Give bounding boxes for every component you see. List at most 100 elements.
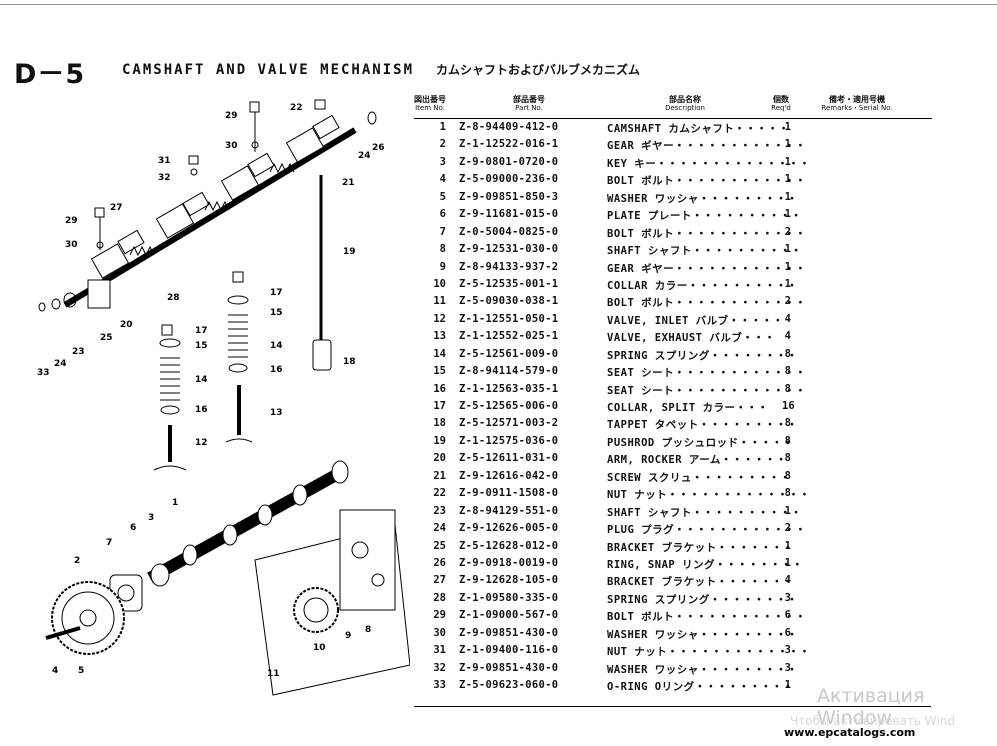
part-description: COLLAR カラー・・・・・・・・・・ bbox=[607, 279, 798, 292]
part-number: Z-9-12531-030-0 bbox=[459, 243, 559, 256]
quantity: 1 bbox=[784, 679, 791, 691]
quantity: 2 bbox=[784, 522, 791, 535]
section-title-jp: カムシャフトおよびバルブメカニズム bbox=[436, 63, 641, 77]
item-number: 9 bbox=[439, 260, 446, 273]
quantity: 8 bbox=[784, 452, 791, 465]
activation-watermark-sub: Чтобы активировать Wind bbox=[790, 714, 955, 728]
part-number: Z-1-12552-025-1 bbox=[459, 330, 559, 343]
part-number: Z-8-94129-551-0 bbox=[459, 504, 559, 517]
item-number: 15 bbox=[433, 365, 446, 378]
svg-text:19: 19 bbox=[343, 247, 356, 257]
item-number: 3 bbox=[439, 155, 446, 168]
part-number: Z-9-12628-105-0 bbox=[459, 574, 559, 587]
quantity: 6 bbox=[784, 609, 791, 622]
section-code: D－5 bbox=[14, 59, 86, 90]
quantity: 1 bbox=[784, 155, 791, 168]
svg-text:14: 14 bbox=[195, 375, 208, 385]
svg-text:6: 6 bbox=[130, 523, 136, 533]
item-number: 19 bbox=[433, 434, 446, 447]
svg-text:21: 21 bbox=[342, 178, 355, 188]
svg-text:23: 23 bbox=[72, 347, 85, 357]
svg-text:12: 12 bbox=[195, 438, 208, 448]
svg-text:17: 17 bbox=[270, 288, 283, 298]
header-description: 部品名称 Description bbox=[665, 95, 705, 113]
part-number: Z-5-09000-236-0 bbox=[459, 173, 559, 186]
svg-text:31: 31 bbox=[158, 156, 171, 166]
part-number: Z-5-12611-031-0 bbox=[459, 452, 559, 465]
part-number: Z-1-09000-567-0 bbox=[459, 609, 559, 622]
quantity: 8 bbox=[784, 434, 791, 447]
svg-text:16: 16 bbox=[270, 365, 283, 375]
item-number: 26 bbox=[433, 556, 446, 569]
part-number: Z-1-12575-036-0 bbox=[459, 434, 559, 447]
item-number: 28 bbox=[433, 591, 446, 604]
svg-text:15: 15 bbox=[270, 308, 283, 318]
quantity: 1 bbox=[784, 138, 791, 151]
item-number: 20 bbox=[433, 452, 446, 465]
quantity: 1 bbox=[784, 504, 791, 517]
part-number: Z-8-94114-579-0 bbox=[459, 365, 559, 378]
part-description: CAMSHAFT カムシャフト・・・・・ bbox=[607, 123, 790, 135]
item-number: 29 bbox=[433, 609, 446, 622]
part-description: WASHER ワッシャ・・・・・・・・・ bbox=[607, 192, 798, 205]
svg-text:4: 4 bbox=[52, 666, 58, 676]
activation-watermark: Активация Window bbox=[817, 685, 925, 729]
exploded-parts-diagram: 29 22 30 24 26 31 32 21 27 29 30 19 28 2… bbox=[37, 99, 410, 696]
part-description: WASHER ワッシャ・・・・・・・・・ bbox=[607, 663, 798, 676]
header-qty: 個数 Req'd bbox=[771, 95, 791, 113]
quantity: 2 bbox=[784, 225, 791, 238]
part-number: Z-0-5004-0825-0 bbox=[459, 225, 559, 238]
item-number: 17 bbox=[433, 400, 446, 412]
svg-text:30: 30 bbox=[65, 240, 78, 250]
part-description: O-RING Oリング・・・・・・・・・ bbox=[607, 681, 794, 693]
svg-text:2: 2 bbox=[74, 556, 80, 566]
quantity: 2 bbox=[784, 295, 791, 308]
svg-text:11: 11 bbox=[267, 669, 280, 679]
item-number: 16 bbox=[433, 382, 446, 395]
part-number: Z-8-94133-937-2 bbox=[459, 260, 559, 273]
part-description: BOLT ボルト・・・・・・・・・・・・ bbox=[607, 175, 807, 188]
parts-table-header: 図出番号 Item No. 部品番号 Part No. 部品名称 Descrip… bbox=[414, 92, 932, 119]
item-number: 23 bbox=[433, 504, 446, 517]
part-number: Z-5-12628-012-0 bbox=[459, 539, 559, 552]
svg-text:25: 25 bbox=[100, 333, 113, 343]
svg-text:30: 30 bbox=[225, 141, 238, 151]
quantity: 3 bbox=[784, 644, 791, 657]
item-number: 32 bbox=[433, 661, 446, 674]
item-number: 12 bbox=[433, 312, 446, 325]
site-url: www.epcatalogs.com bbox=[784, 726, 916, 739]
part-description: NUT ナット・・・・・・・・・・・・・ bbox=[607, 489, 811, 502]
part-number: Z-1-12522-016-1 bbox=[459, 138, 559, 151]
part-number: Z-9-0918-0019-0 bbox=[459, 556, 559, 569]
quantity: 8 bbox=[784, 417, 791, 430]
quantity: 4 bbox=[784, 312, 791, 325]
item-number: 27 bbox=[433, 574, 446, 587]
part-description: PLATE プレート・・・・・・・・・・ bbox=[607, 210, 802, 223]
part-number: Z-5-12571-003-2 bbox=[459, 417, 559, 430]
part-number: Z-5-09030-038-1 bbox=[459, 295, 559, 308]
part-description: NUT ナット・・・・・・・・・・・・・ bbox=[607, 646, 811, 659]
part-number: Z-1-09400-116-0 bbox=[459, 644, 559, 657]
bottom-rule bbox=[414, 706, 931, 707]
part-number: Z-9-09851-850-3 bbox=[459, 190, 559, 203]
part-number: Z-5-12535-001-1 bbox=[459, 277, 559, 290]
